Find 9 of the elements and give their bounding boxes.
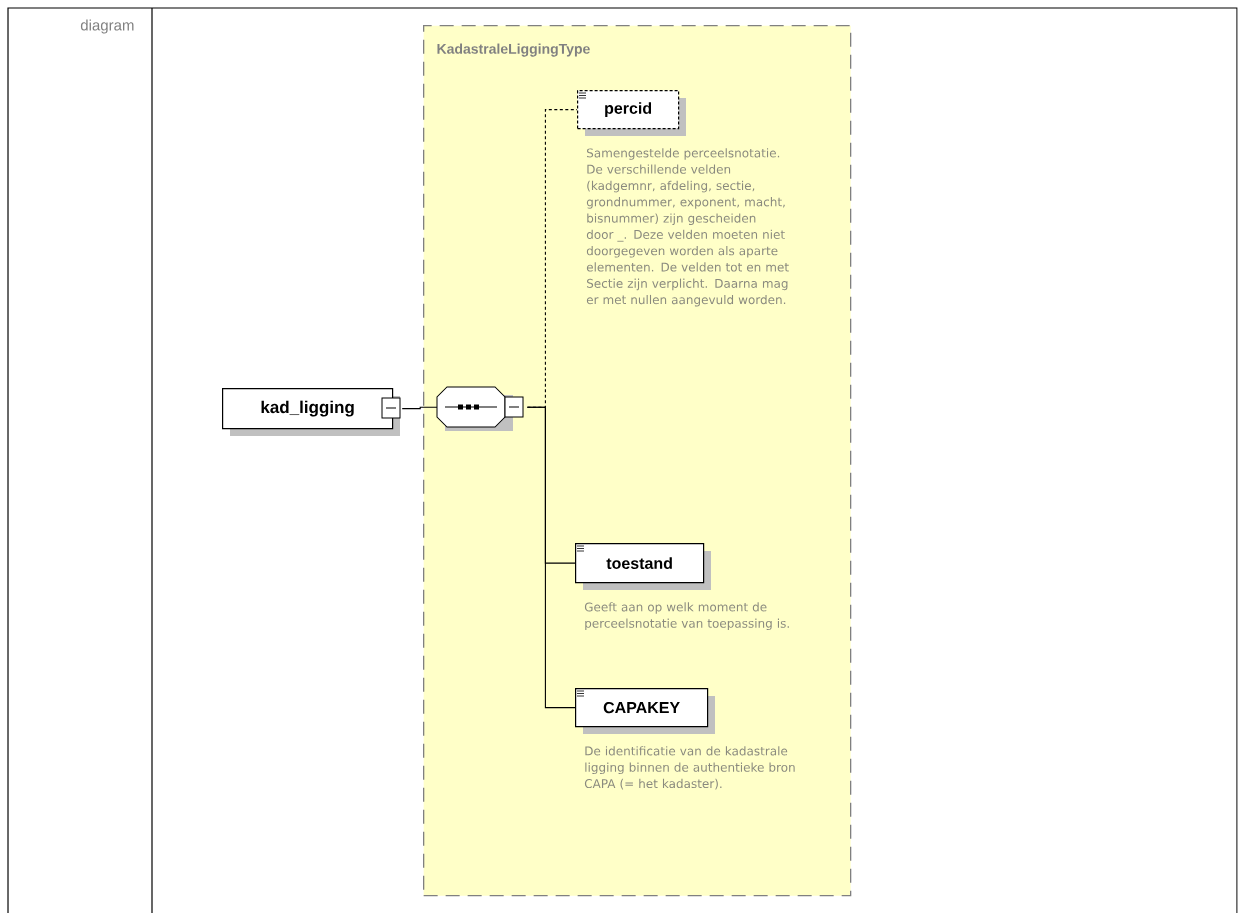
- row-label: diagram: [80, 19, 134, 34]
- connector-line: [526, 406, 576, 709]
- description-text: Geeft aan op welk moment de perceelsnotatie van toepassing is.: [584, 602, 789, 631]
- description-text: Samengestelde perceelsnotatie. De verschillende velden (kadgemnr, afdeling, sectie, grondnummer, exponent, macht, bisnummer) zijn gescheiden door _. Deze velden moeten niet doorgegeven worden als aparte elementen. De velden tot en met Sectie zijn verplicht. Daarna mag er met nullen aangevuld worden.: [586, 148, 789, 307]
- element-box: kad_ligging: [222, 388, 400, 436]
- element-box: CAPAKEY: [575, 688, 715, 734]
- element-box: toestand: [575, 543, 711, 590]
- description-text: De identificatie van de kadastrale ligging binnen de authentieke bron CAPA (= het kadaster).: [584, 746, 795, 790]
- group-title: KadastraleLiggingType: [437, 43, 590, 57]
